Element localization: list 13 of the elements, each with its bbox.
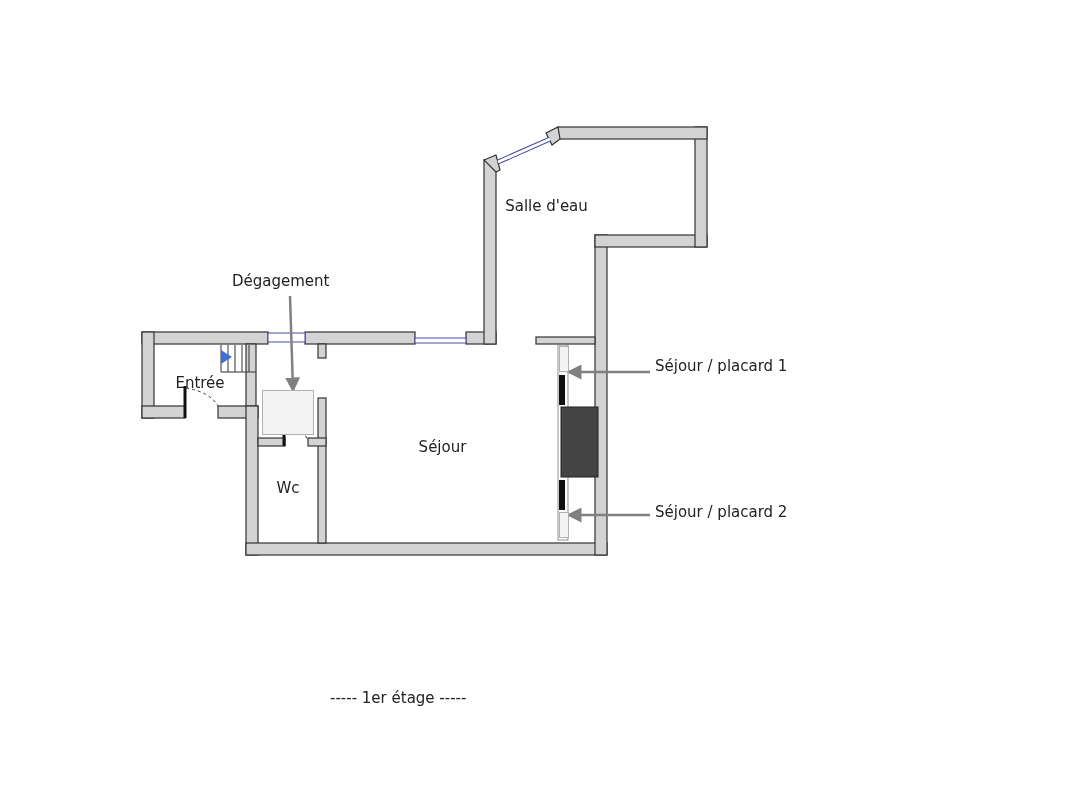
room-label: Séjour — [330, 346, 555, 541]
leader-arrow — [566, 364, 650, 380]
leader-arrow — [566, 507, 650, 523]
hallway-area — [262, 390, 314, 435]
callout-label: Dégagement — [232, 272, 348, 294]
callout-label: Séjour / placard 1 — [655, 357, 815, 379]
room-label: Wc — [260, 448, 316, 541]
callout-label: Séjour / placard 2 — [655, 503, 815, 525]
room-label: Entrée — [156, 346, 244, 404]
room-label: Salle d'eau — [498, 139, 595, 239]
closet-area — [559, 512, 569, 538]
closet-area — [559, 346, 569, 372]
floor-caption: ----- 1er étage ----- — [330, 689, 467, 707]
